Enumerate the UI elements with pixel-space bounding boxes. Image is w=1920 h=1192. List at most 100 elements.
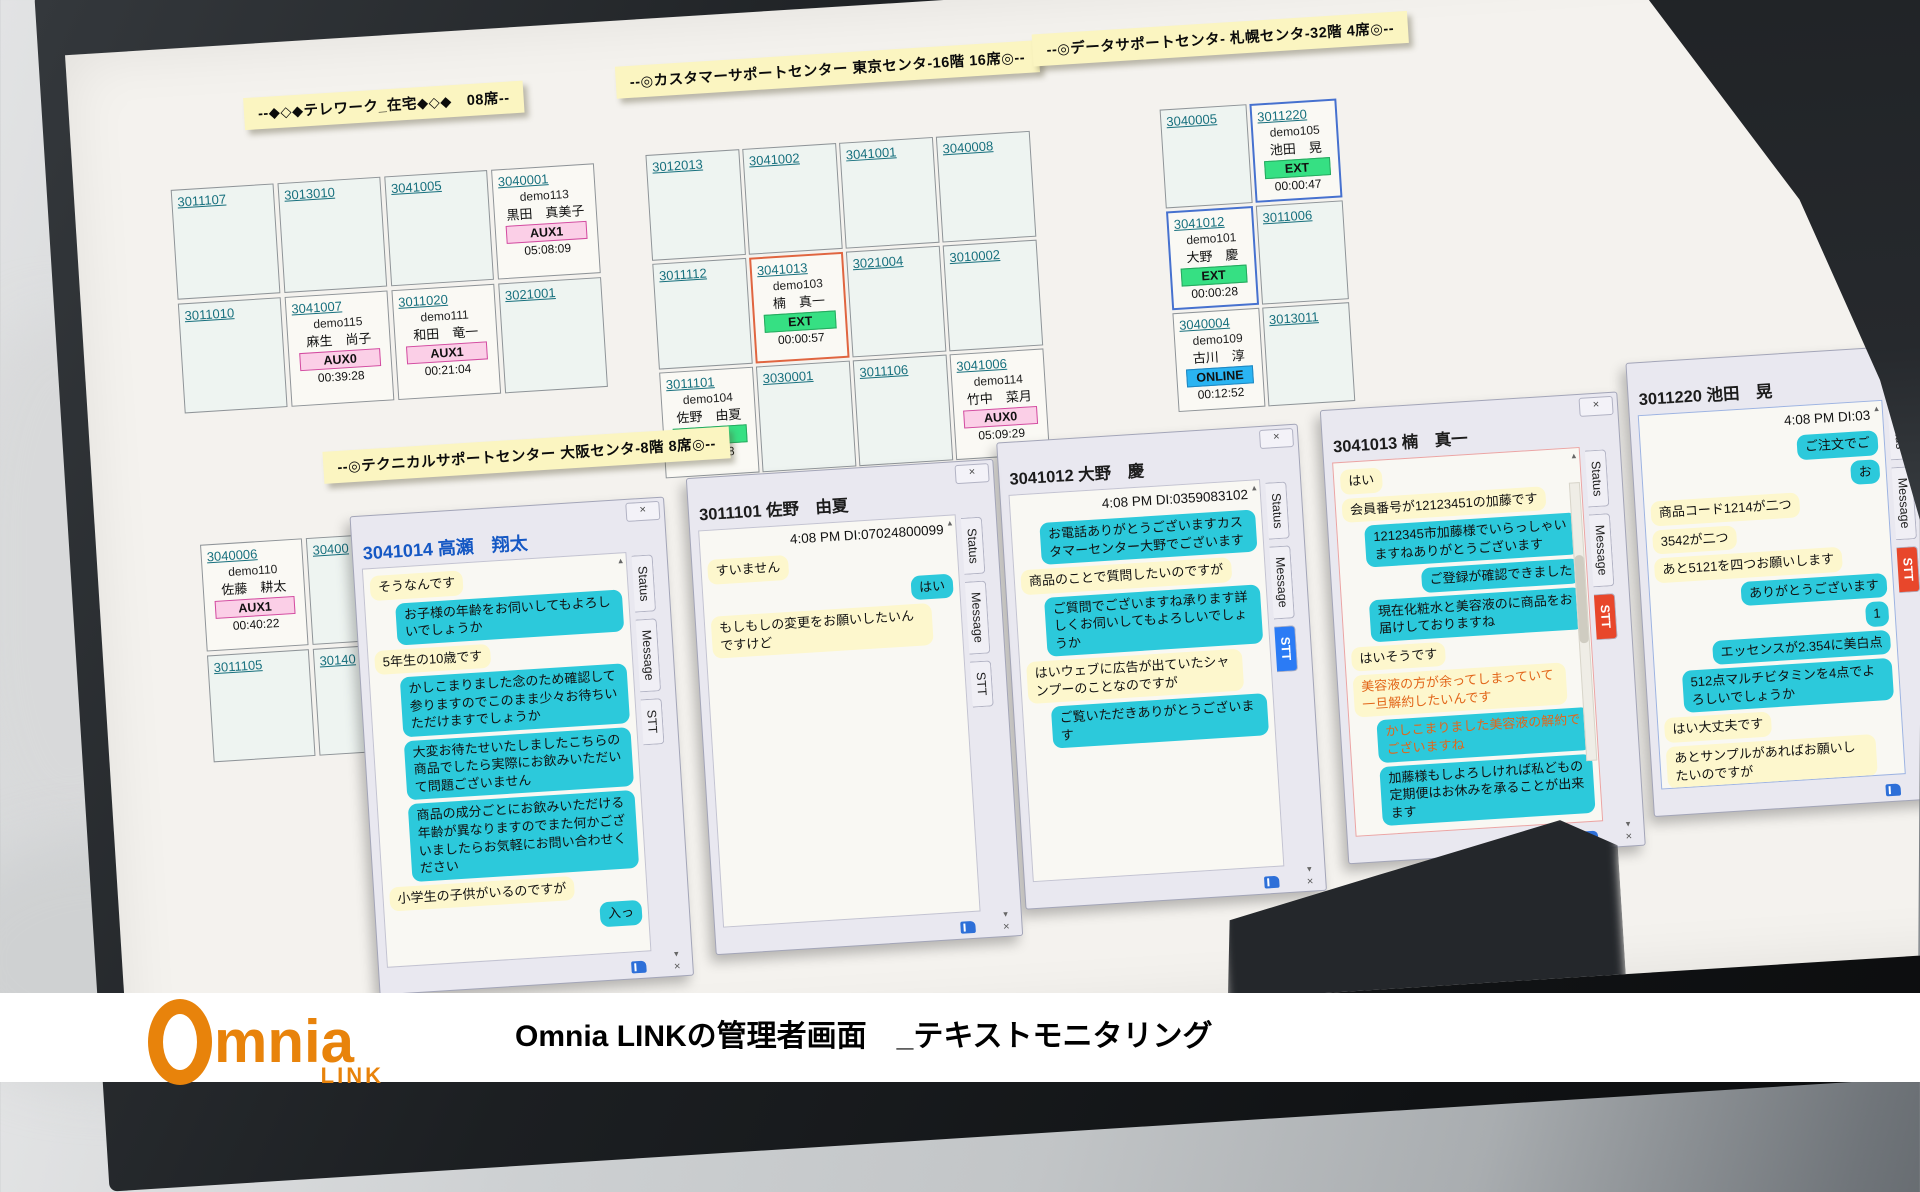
agent-box-3021004[interactable]: 3021004 <box>845 245 947 358</box>
scroll-up-icon[interactable]: ▴ <box>1571 450 1577 461</box>
tab-stt[interactable]: STT <box>1593 593 1618 641</box>
message-row: ご質問でございますね承ります詳しくお伺いしてもよろしいでしょうか <box>1022 583 1264 658</box>
agent-box-3040005[interactable]: 3040005 <box>1159 104 1253 209</box>
tab-message[interactable]: Message <box>1269 545 1295 620</box>
close-icon[interactable]: × <box>1258 427 1295 450</box>
tab-message[interactable]: Message <box>635 618 662 693</box>
tab-stt[interactable]: STT <box>640 698 665 746</box>
extension-link[interactable]: 3041001 <box>845 144 897 163</box>
agent-bubble: はい <box>910 573 954 601</box>
agent-box-3011010[interactable]: 3011010 <box>177 297 288 414</box>
extension-link[interactable]: 3010002 <box>949 246 1001 266</box>
agent-box-3011105[interactable]: 3011105 <box>206 649 316 763</box>
tab-message[interactable]: Message <box>964 580 991 655</box>
scroll-down-icon[interactable]: ▾ <box>1625 818 1631 829</box>
extension-link[interactable]: 3030001 <box>762 367 814 387</box>
scroll-down-icon[interactable]: ▾ <box>1306 863 1312 874</box>
agent-box-3041001[interactable]: 3041001 <box>839 136 940 249</box>
scroll-up-icon[interactable]: ▴ <box>947 517 953 528</box>
tab-stt[interactable]: STT <box>1274 625 1299 673</box>
tab-message[interactable]: Message <box>1588 513 1615 588</box>
agent-box-3012013[interactable]: 3012013 <box>645 149 746 261</box>
message-row: あとサンプルがあればお願いしたいのですが <box>1665 733 1899 790</box>
tab-status[interactable]: Status <box>1265 481 1290 541</box>
agent-name: 池田 晃 <box>1269 139 1323 158</box>
chat-window-3011220[interactable]: ×3011220 池田 晃▴4:08 PM DI:03ご注文でごお商品コード12… <box>1625 344 1920 818</box>
close-icon-small[interactable]: × <box>1625 830 1633 843</box>
agent-bubble: かしこまりました念のため確認して参りますのでこのまま少々お待ちいただけますでしょ… <box>399 663 631 738</box>
memo-book-icon[interactable] <box>1263 875 1280 889</box>
customer-bubble: 3542が二つ <box>1651 524 1738 555</box>
scrollbar-thumb[interactable] <box>1574 554 1589 644</box>
extension-link[interactable]: 3041005 <box>390 177 443 197</box>
close-icon-small[interactable]: × <box>1002 920 1010 934</box>
extension-link[interactable]: 3011010 <box>184 305 235 324</box>
agent-box-3011106[interactable]: 3011106 <box>852 354 954 467</box>
extension-link[interactable]: 3012013 <box>651 156 704 175</box>
agent-bubble: 1 <box>1864 601 1890 628</box>
agent-box-3040008[interactable]: 3040008 <box>935 130 1037 243</box>
memo-book-icon[interactable] <box>631 960 647 974</box>
extension-link[interactable]: 3041002 <box>748 150 801 169</box>
message-row: 商品の成分ごとにお飲みいただける年齢が異なりますのでまた何かございましたらお気軽… <box>384 790 640 883</box>
extension-link[interactable]: 3011006 <box>1262 207 1313 226</box>
scroll-up-icon[interactable]: ▴ <box>1251 482 1257 493</box>
close-icon[interactable]: × <box>625 500 661 522</box>
agent-box-3021001[interactable]: 3021001 <box>498 277 608 394</box>
extension-link[interactable]: 3040008 <box>942 138 994 157</box>
memo-book-icon[interactable] <box>1885 783 1902 797</box>
agent-box-3011112[interactable]: 3011112 <box>652 257 753 370</box>
extension-link[interactable]: 3011106 <box>859 361 909 381</box>
chat-window-3041014[interactable]: ×3041014 高瀬 翔太▴そうなんですお子様の年齢をお伺いしてもよろしいでし… <box>349 496 695 996</box>
extension-link[interactable]: 3011105 <box>213 657 263 676</box>
close-icon[interactable]: × <box>954 463 990 485</box>
customer-bubble: はい大丈夫です <box>1663 711 1773 744</box>
agent-box-3010002[interactable]: 3010002 <box>942 239 1044 352</box>
scroll-up-icon[interactable]: ▴ <box>618 555 624 566</box>
agent-box-3013011[interactable]: 3013011 <box>1262 302 1356 407</box>
customer-bubble: 5年生の10歳です <box>374 643 492 676</box>
extension-link[interactable]: 3040005 <box>1165 111 1218 130</box>
tab-stt[interactable]: STT <box>1896 546 1920 593</box>
extension-link[interactable]: 3011112 <box>658 265 708 284</box>
agent-bubble: ご注文でご <box>1796 430 1879 460</box>
close-icon-small[interactable]: × <box>1306 875 1314 888</box>
tab-status[interactable]: Status <box>960 516 986 576</box>
section-header-telework: --◆◇◆テレワーク_在宅◆◇◆ 08席-- <box>243 80 525 131</box>
agent-box-3011006[interactable]: 3011006 <box>1255 200 1349 305</box>
tab-status[interactable]: Status <box>1584 449 1610 508</box>
extension-link[interactable]: 3013010 <box>283 184 336 203</box>
agent-bubble: 入っ <box>599 899 643 928</box>
extension-link[interactable]: 3021004 <box>852 253 904 272</box>
extension-link[interactable]: 3011107 <box>176 191 227 210</box>
close-icon-small[interactable]: × <box>673 960 681 973</box>
extension-link[interactable]: 3013011 <box>1268 309 1320 328</box>
message-row: かしこまりました念のため確認して参りますのでこのまま少々お待ちいただけますでしょ… <box>376 663 631 738</box>
scroll-up-icon[interactable]: ▴ <box>1873 403 1880 414</box>
agent-box-3030001[interactable]: 3030001 <box>755 360 857 473</box>
tab-stt[interactable]: STT <box>969 660 994 708</box>
scroll-down-icon[interactable]: ▾ <box>1002 908 1009 920</box>
agent-box-3011107[interactable]: 3011107 <box>170 183 281 300</box>
tab-status[interactable]: Status <box>631 554 657 614</box>
scroll-down-icon[interactable]: ▾ <box>673 948 679 959</box>
agent-box-3041005[interactable]: 3041005 <box>384 170 494 287</box>
agent-box-3013010[interactable]: 3013010 <box>277 176 388 293</box>
section-header-data: --◎データサポートセンタ- 札幌センタ-32階 4席◎-- <box>1031 10 1409 67</box>
memo-book-icon[interactable] <box>960 920 976 934</box>
extension-link[interactable]: 3021001 <box>504 284 556 304</box>
close-icon[interactable]: × <box>1578 395 1614 417</box>
agent-box-3041002[interactable]: 3041002 <box>742 143 843 255</box>
